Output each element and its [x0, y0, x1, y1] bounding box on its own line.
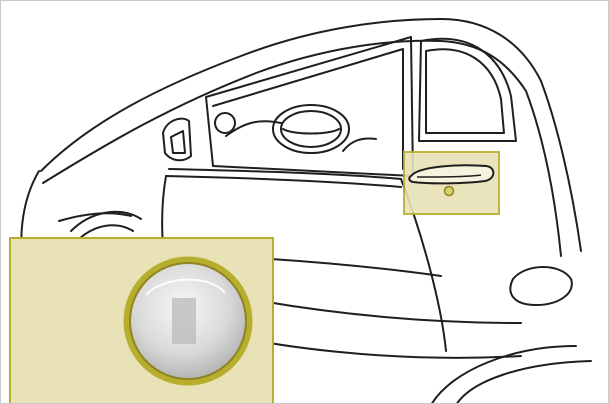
zoom-callout — [10, 238, 273, 404]
side-mirror — [163, 119, 191, 161]
door-handle-highlight — [404, 152, 499, 214]
